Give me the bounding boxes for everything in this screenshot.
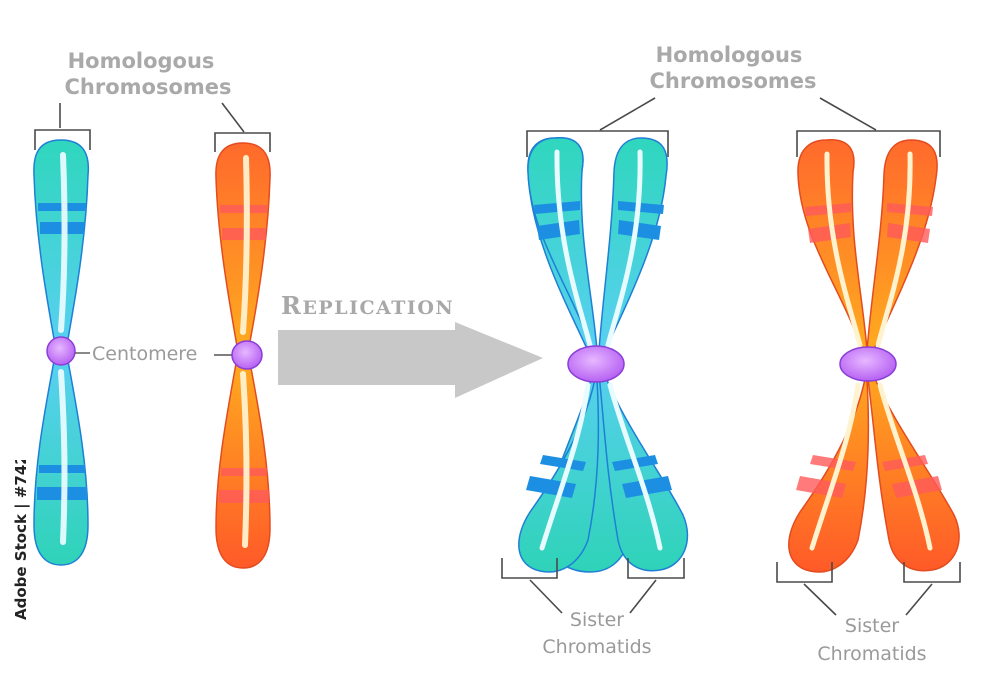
left-blue-centromere [46, 336, 76, 366]
right-blue-leader [599, 97, 656, 131]
sister-left-leader-b [629, 579, 657, 614]
sister-left-bracket-b [627, 558, 685, 579]
replication-arrow-group: REPLICATION [278, 291, 543, 398]
left-blue-chromosome [33, 139, 90, 566]
right-orange-centromere [839, 346, 897, 382]
centromere-label: Centomere [92, 343, 197, 365]
sister-left-line2: Chromatids [542, 636, 651, 658]
left-orange-leader [221, 102, 245, 133]
right-orange-leader [819, 97, 877, 131]
replication-label-rest: EPLICATION [302, 297, 454, 319]
left-brackets [34, 102, 271, 152]
replication-label-initial: R [281, 291, 302, 320]
sister-left-line1: Sister [570, 609, 624, 631]
sister-right-line2: Chromatids [817, 643, 926, 665]
sister-right-leader-a [803, 583, 837, 616]
left-homologous-line2: Chromosomes [64, 75, 231, 99]
right-brackets [526, 97, 941, 157]
sister-chromatids-left-group: Sister Chromatids [501, 558, 685, 658]
right-blue-chromosome [518, 137, 689, 573]
left-homologous-label: Homologous Chromosomes [64, 49, 231, 99]
right-blue-bracket [526, 130, 669, 157]
stock-watermark: Adobe Stock | #742841602 [12, 460, 31, 620]
left-orange-centromere [231, 340, 263, 370]
sister-right-line1: Sister [845, 615, 899, 637]
right-homologous-line2: Chromosomes [649, 69, 816, 93]
sister-chromatids-right-group: Sister Chromatids [776, 562, 961, 665]
right-homologous-label: Homologous Chromosomes [649, 43, 816, 93]
sister-left-bracket-a [501, 558, 558, 579]
sister-left-leader-a [529, 579, 563, 614]
replication-arrow [278, 322, 543, 398]
left-blue-bracket [34, 129, 91, 150]
watermark-text: Adobe Stock | #742841602 [12, 460, 31, 620]
right-orange-bracket [796, 130, 941, 157]
right-homologous-line1: Homologous [656, 43, 803, 67]
centromere-label-group: Centomere [75, 343, 232, 365]
left-homologous-line1: Homologous [68, 49, 215, 73]
right-orange-chromosome [788, 139, 960, 573]
sister-right-bracket-a [776, 562, 833, 583]
sister-right-leader-b [905, 583, 933, 616]
left-orange-bracket [214, 132, 271, 152]
left-orange-chromosome [215, 142, 271, 569]
replication-label: REPLICATION [281, 291, 454, 320]
right-blue-centromere [567, 345, 625, 383]
sister-right-bracket-b [903, 562, 961, 583]
